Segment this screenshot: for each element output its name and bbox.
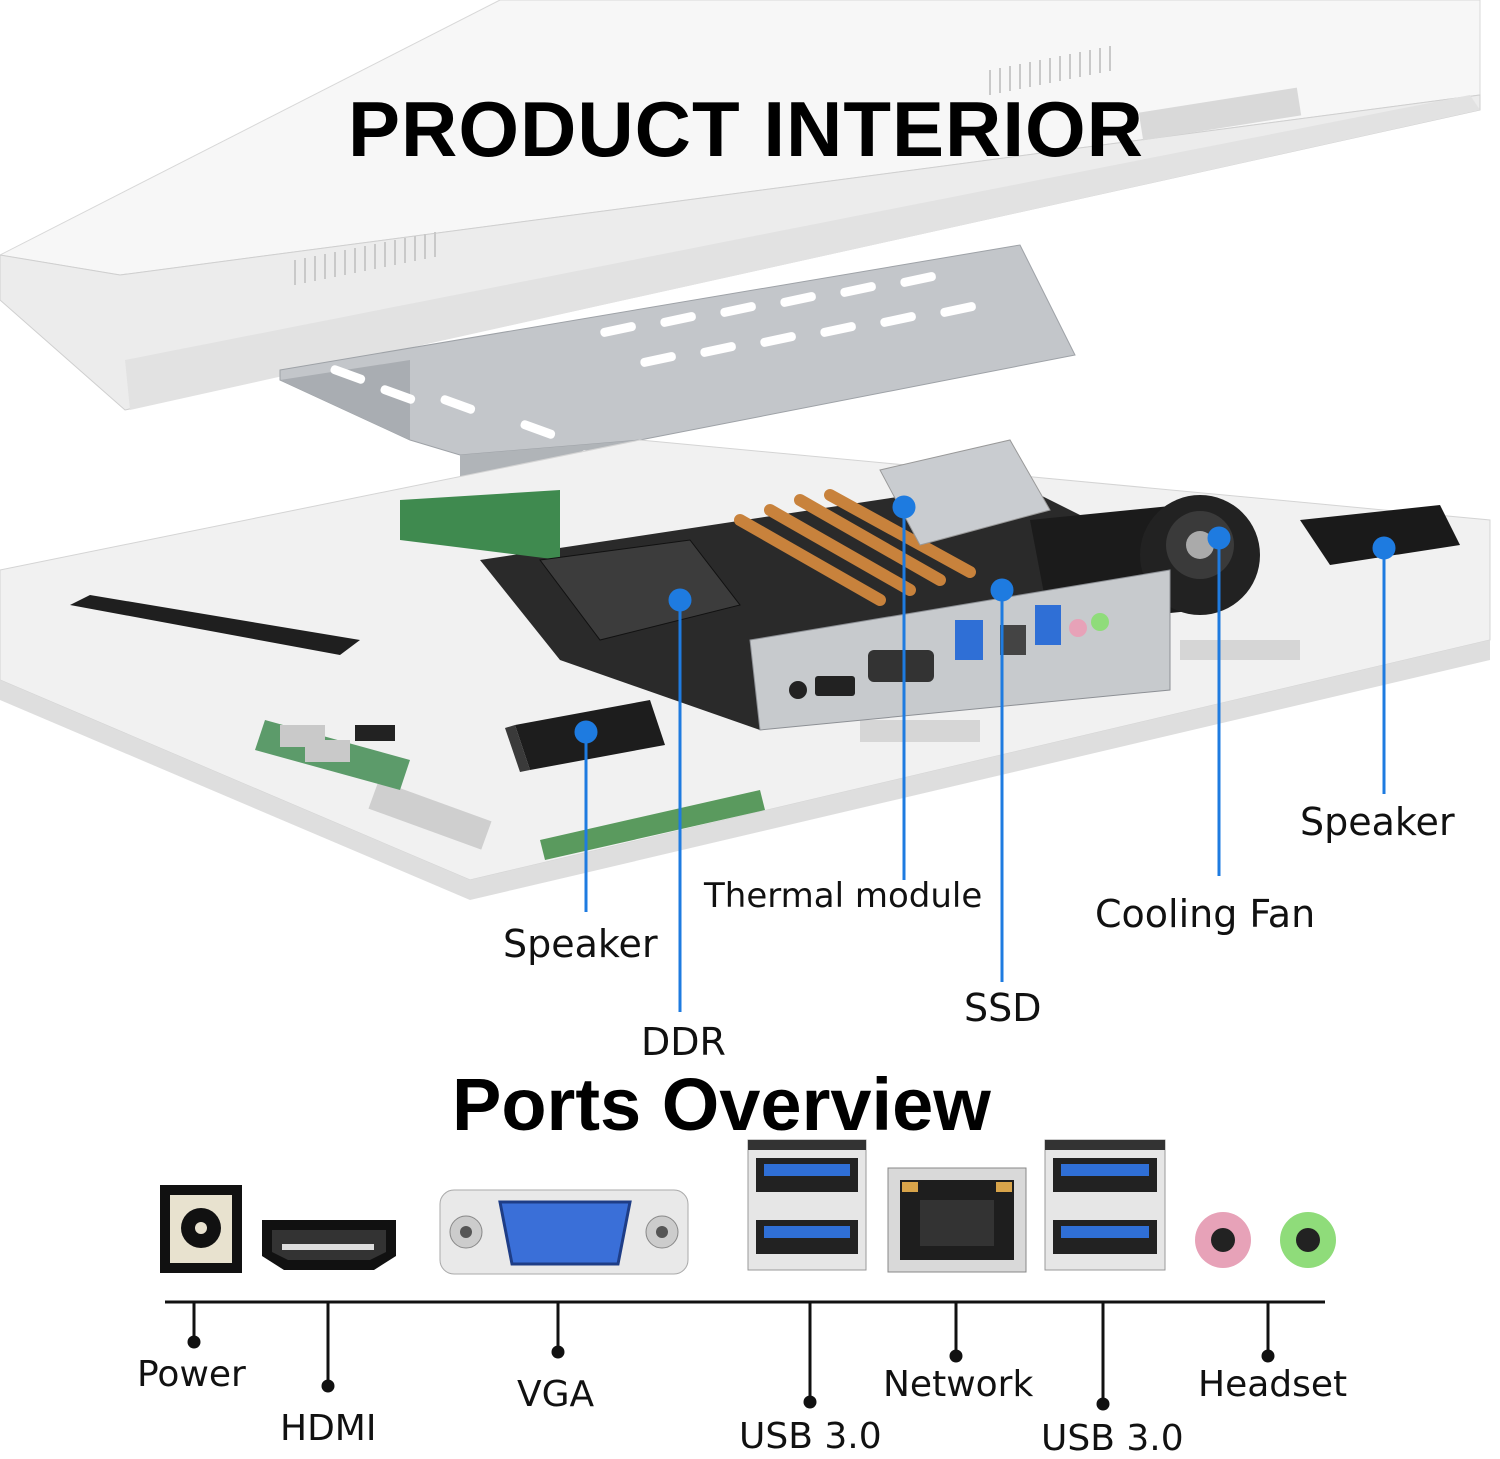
monitor-back-cover bbox=[0, 0, 1481, 411]
label-vga: VGA bbox=[517, 1374, 595, 1415]
label-cooling-fan: Cooling Fan bbox=[1095, 892, 1316, 936]
motherboard bbox=[400, 439, 1260, 731]
product-interior-title: PRODUCT INTERIOR bbox=[348, 85, 1144, 173]
label-headset: Headset bbox=[1198, 1364, 1348, 1405]
vga-port-icon bbox=[439, 1189, 689, 1275]
right-speaker-unit bbox=[1300, 505, 1460, 565]
label-usb-left: USB 3.0 bbox=[739, 1416, 882, 1457]
port-illustrations bbox=[160, 1139, 1336, 1275]
hdmi-port-icon bbox=[262, 1220, 396, 1270]
power-port-icon bbox=[160, 1185, 242, 1273]
led-board bbox=[540, 790, 765, 860]
label-speaker-right: Speaker bbox=[1300, 800, 1455, 844]
label-thermal-module: Thermal module bbox=[704, 876, 983, 916]
label-ddr: DDR bbox=[641, 1020, 726, 1064]
usb-port-icon-right bbox=[1044, 1139, 1166, 1271]
label-ssd: SSD bbox=[964, 986, 1042, 1030]
port-leader-lines bbox=[165, 1300, 1325, 1411]
label-network: Network bbox=[883, 1364, 1034, 1405]
label-speaker-left: Speaker bbox=[503, 922, 658, 966]
usb-port-icon-left bbox=[747, 1139, 867, 1271]
label-hdmi: HDMI bbox=[280, 1408, 377, 1449]
side-usb-board bbox=[255, 720, 410, 790]
label-power: Power bbox=[137, 1354, 246, 1395]
label-usb-right: USB 3.0 bbox=[1041, 1418, 1184, 1459]
callout-lines bbox=[574, 495, 1396, 1012]
headset-jack-icons bbox=[1195, 1212, 1336, 1268]
ports-overview-title: Ports Overview bbox=[452, 1063, 991, 1146]
network-port-icon bbox=[887, 1167, 1027, 1273]
